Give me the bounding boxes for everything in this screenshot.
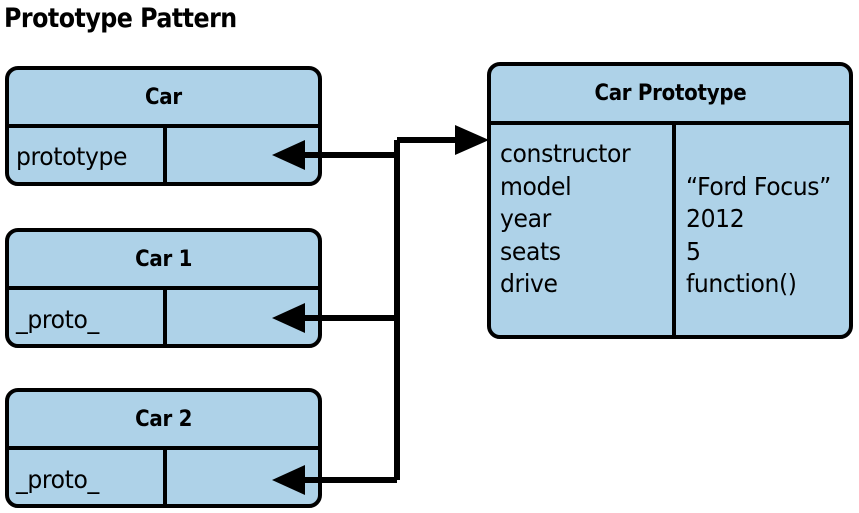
class-box-car2[interactable]: Car 2 _proto_ bbox=[5, 388, 322, 508]
prototype-key-drive: drive bbox=[500, 269, 558, 298]
prototype-key-model: model bbox=[500, 171, 572, 201]
prototype-key-year: year bbox=[500, 204, 551, 233]
class-box-car-prototype-header: Car Prototype bbox=[491, 66, 849, 125]
class-box-car1-title: Car 1 bbox=[135, 246, 192, 272]
class-box-car-prototype-title: Car Prototype bbox=[594, 81, 746, 106]
prototype-value-drive: function() bbox=[686, 269, 797, 298]
car-slot-divider bbox=[163, 128, 167, 182]
car-slot-label-prototype: prototype bbox=[16, 142, 128, 171]
class-box-car1-body: _proto_ bbox=[9, 290, 318, 344]
car1-slot-label-proto: _proto_ bbox=[16, 305, 99, 334]
prototype-value-model: “Ford Focus” bbox=[686, 171, 831, 201]
prototype-value-constructor bbox=[686, 138, 831, 171]
prototype-key-constructor: constructor bbox=[500, 139, 631, 168]
class-box-car1[interactable]: Car 1 _proto_ bbox=[5, 228, 322, 348]
class-box-car-title: Car bbox=[145, 84, 182, 110]
car1-slot-divider bbox=[163, 290, 167, 344]
class-box-car-header: Car bbox=[9, 70, 318, 128]
class-box-car-prototype[interactable]: Car Prototype constructor model year sea… bbox=[487, 62, 853, 339]
prototype-value-column: “Ford Focus” 2012 5 function() bbox=[686, 138, 840, 301]
class-box-car-prototype-body: constructor model year seats drive “Ford… bbox=[491, 125, 849, 335]
prototype-column-divider bbox=[672, 125, 676, 335]
page-title: Prototype Pattern bbox=[4, 3, 237, 34]
car2-slot-label-proto: _proto_ bbox=[16, 465, 99, 494]
prototype-value-year: 2012 bbox=[686, 204, 745, 233]
class-box-car1-header: Car 1 bbox=[9, 232, 318, 290]
class-box-car2-header: Car 2 bbox=[9, 392, 318, 450]
class-box-car[interactable]: Car prototype bbox=[5, 66, 322, 186]
prototype-value-seats: 5 bbox=[686, 236, 701, 266]
class-box-car2-body: _proto_ bbox=[9, 450, 318, 504]
class-box-car-body: prototype bbox=[9, 128, 318, 182]
prototype-key-seats: seats bbox=[500, 236, 561, 266]
prototype-key-column: constructor model year seats drive bbox=[500, 138, 639, 301]
class-box-car2-title: Car 2 bbox=[135, 406, 192, 432]
arrowhead-prototype bbox=[455, 125, 489, 155]
car2-slot-divider bbox=[163, 450, 167, 504]
